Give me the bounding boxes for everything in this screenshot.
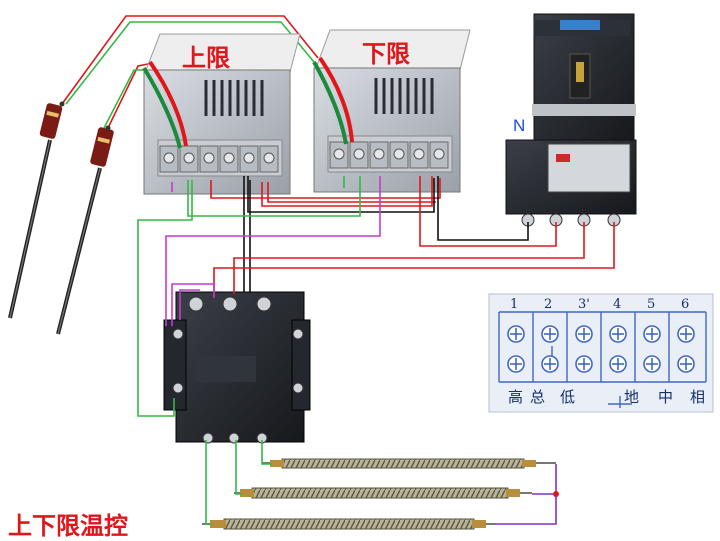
heating-elements [202,458,556,530]
neutral-label: N [513,116,526,135]
terminal-function-label: 中 [658,388,674,406]
lower-limit-label: 下限 [362,40,410,68]
heating-element-3 [202,518,496,530]
terminal-board [488,293,714,413]
terminal-number: 3' [578,297,590,312]
upper-limit-label: 上限 [182,44,230,72]
terminal-number: 5 [647,297,656,312]
terminal-number: 6 [681,297,690,312]
diagram-caption: 上下限温控 [8,512,128,540]
heating-element-2 [234,487,532,499]
terminal-function-label: 相 [690,388,706,406]
terminal-function-label: 总 [530,388,546,406]
terminal-number: 2 [544,297,553,312]
wiring [59,101,615,525]
heating-element-1 [262,458,556,469]
upper-limit-controller [142,33,301,195]
terminal-number: 1 [510,297,519,312]
terminal-number: 4 [613,297,622,312]
lower-limit-controller [312,29,471,193]
terminal-function-label: 高 [508,388,524,406]
contactor [163,291,311,444]
circuit-breaker [505,13,637,227]
terminal-function-label: 低 [560,388,576,406]
temperature-probe-1 [8,103,63,319]
temperature-probe-2 [56,127,114,335]
terminal-function-label: 地 [624,388,640,406]
